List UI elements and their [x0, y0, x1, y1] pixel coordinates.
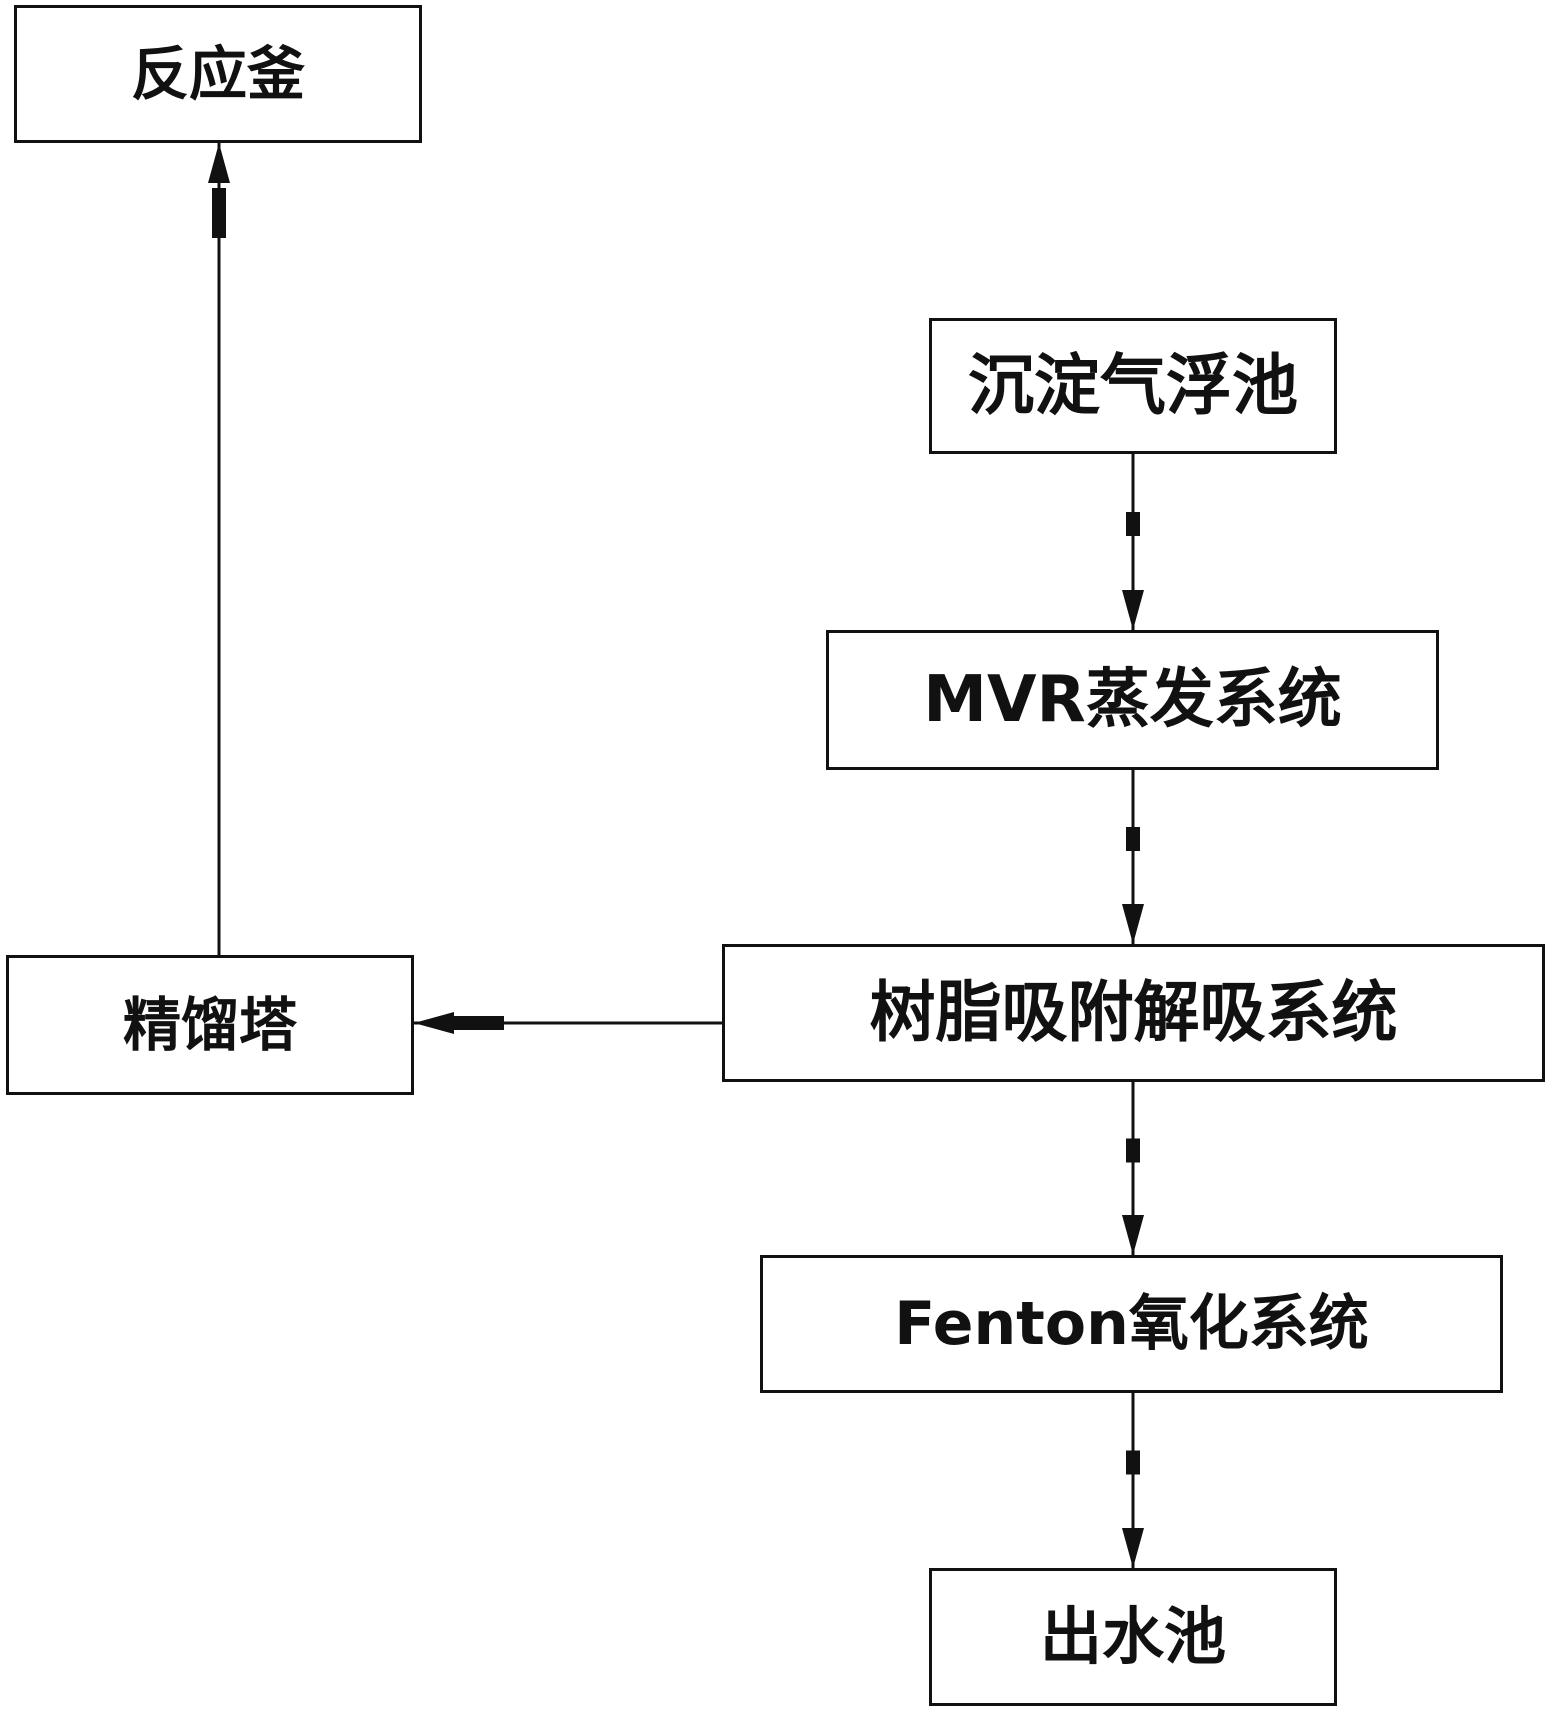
- edge-resin-to-fenton-marker: [1126, 1138, 1140, 1163]
- edge-distillation-to-reactor-marker: [212, 188, 226, 238]
- edge-mvr-to-resin-arrowhead: [1122, 904, 1144, 944]
- outlet-pool-label: 出水池: [1039, 1600, 1226, 1673]
- edge-distillation-to-reactor-arrowhead: [208, 143, 230, 183]
- edge-mvr-to-resin-marker: [1126, 827, 1140, 851]
- fenton-oxidation-box: Fenton氧化系统: [760, 1255, 1503, 1393]
- edge-resin-to-distillation-arrowhead: [414, 1012, 454, 1034]
- edge-settling-flotation-to-mvr-arrowhead-shape: [1122, 590, 1144, 630]
- reactor-box: 反应釜: [14, 5, 422, 143]
- edge-settling-flotation-to-mvr-arrowhead: [1122, 590, 1144, 630]
- edge-fenton-to-outlet-marker: [1126, 1450, 1140, 1475]
- edge-distillation-to-reactor-arrowhead-shape: [208, 143, 230, 183]
- mvr-evaporation-label: MVR蒸发系统: [923, 663, 1342, 737]
- edge-resin-to-fenton-arrowhead-shape: [1122, 1215, 1144, 1255]
- edge-resin-to-distillation-marker: [454, 1016, 504, 1030]
- resin-adsorption-box: 树脂吸附解吸系统: [722, 944, 1545, 1082]
- settling-flotation-box: 沉淀气浮池: [929, 318, 1337, 454]
- edge-settling-flotation-to-mvr-marker: [1126, 512, 1140, 536]
- mvr-evaporation-box: MVR蒸发系统: [826, 630, 1439, 770]
- outlet-pool-box: 出水池: [929, 1568, 1337, 1706]
- reactor-label: 反应釜: [130, 40, 305, 108]
- settling-flotation-label: 沉淀气浮池: [968, 347, 1298, 424]
- distillation-tower-label: 精馏塔: [122, 991, 297, 1059]
- edge-resin-to-fenton-arrowhead: [1122, 1215, 1144, 1255]
- distillation-tower-box: 精馏塔: [6, 955, 414, 1095]
- edge-resin-to-distillation-arrowhead-shape: [414, 1012, 454, 1034]
- edge-fenton-to-outlet-arrowhead-shape: [1122, 1528, 1144, 1568]
- edge-mvr-to-resin-arrowhead-shape: [1122, 904, 1144, 944]
- resin-adsorption-label: 树脂吸附解吸系统: [869, 974, 1398, 1051]
- edge-fenton-to-outlet-arrowhead: [1122, 1528, 1144, 1568]
- fenton-oxidation-label: Fenton氧化系统: [894, 1289, 1369, 1359]
